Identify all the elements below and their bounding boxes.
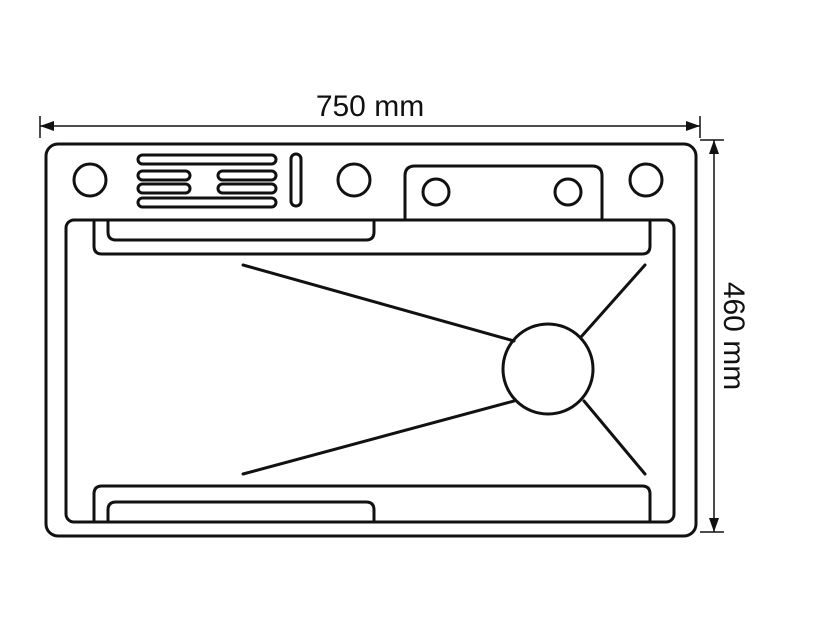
basin-outline — [64, 218, 676, 524]
drain-slope-lines — [241, 263, 647, 476]
grille-slot — [136, 182, 192, 195]
grille-slot — [216, 169, 278, 182]
width-arrow-right — [686, 121, 700, 131]
grille-slot — [216, 182, 278, 195]
grille-slot — [136, 169, 192, 182]
tap-hole-center — [336, 162, 372, 198]
grille-slot — [136, 196, 278, 209]
drain-circle — [501, 322, 595, 416]
top-ledge-groove — [106, 220, 376, 242]
height-arrow-bottom — [709, 518, 719, 532]
top-ledge — [92, 220, 652, 256]
raised-panel — [403, 164, 604, 220]
tap-hole-left — [72, 162, 108, 198]
width-dimension: 750 mm — [39, 90, 701, 138]
grille-vertical-slot — [289, 152, 303, 208]
drain-grille — [136, 152, 303, 209]
panel-hole-right — [553, 177, 583, 207]
height-label: 460 mm — [717, 282, 750, 390]
tap-hole-right — [628, 162, 664, 198]
sink-outer-outline — [44, 142, 698, 538]
height-arrow-top — [709, 140, 719, 154]
slope-line — [582, 399, 647, 476]
panel-hole-left — [421, 177, 451, 207]
slope-line — [241, 263, 516, 343]
slope-line — [579, 263, 647, 339]
bottom-ledge — [92, 484, 652, 522]
width-label: 750 mm — [316, 90, 424, 123]
height-dimension: 460 mm — [700, 139, 750, 533]
bottom-ledge-groove — [106, 500, 376, 522]
width-arrow-left — [40, 121, 54, 131]
slope-line — [241, 399, 516, 476]
grille-slot — [136, 153, 278, 166]
